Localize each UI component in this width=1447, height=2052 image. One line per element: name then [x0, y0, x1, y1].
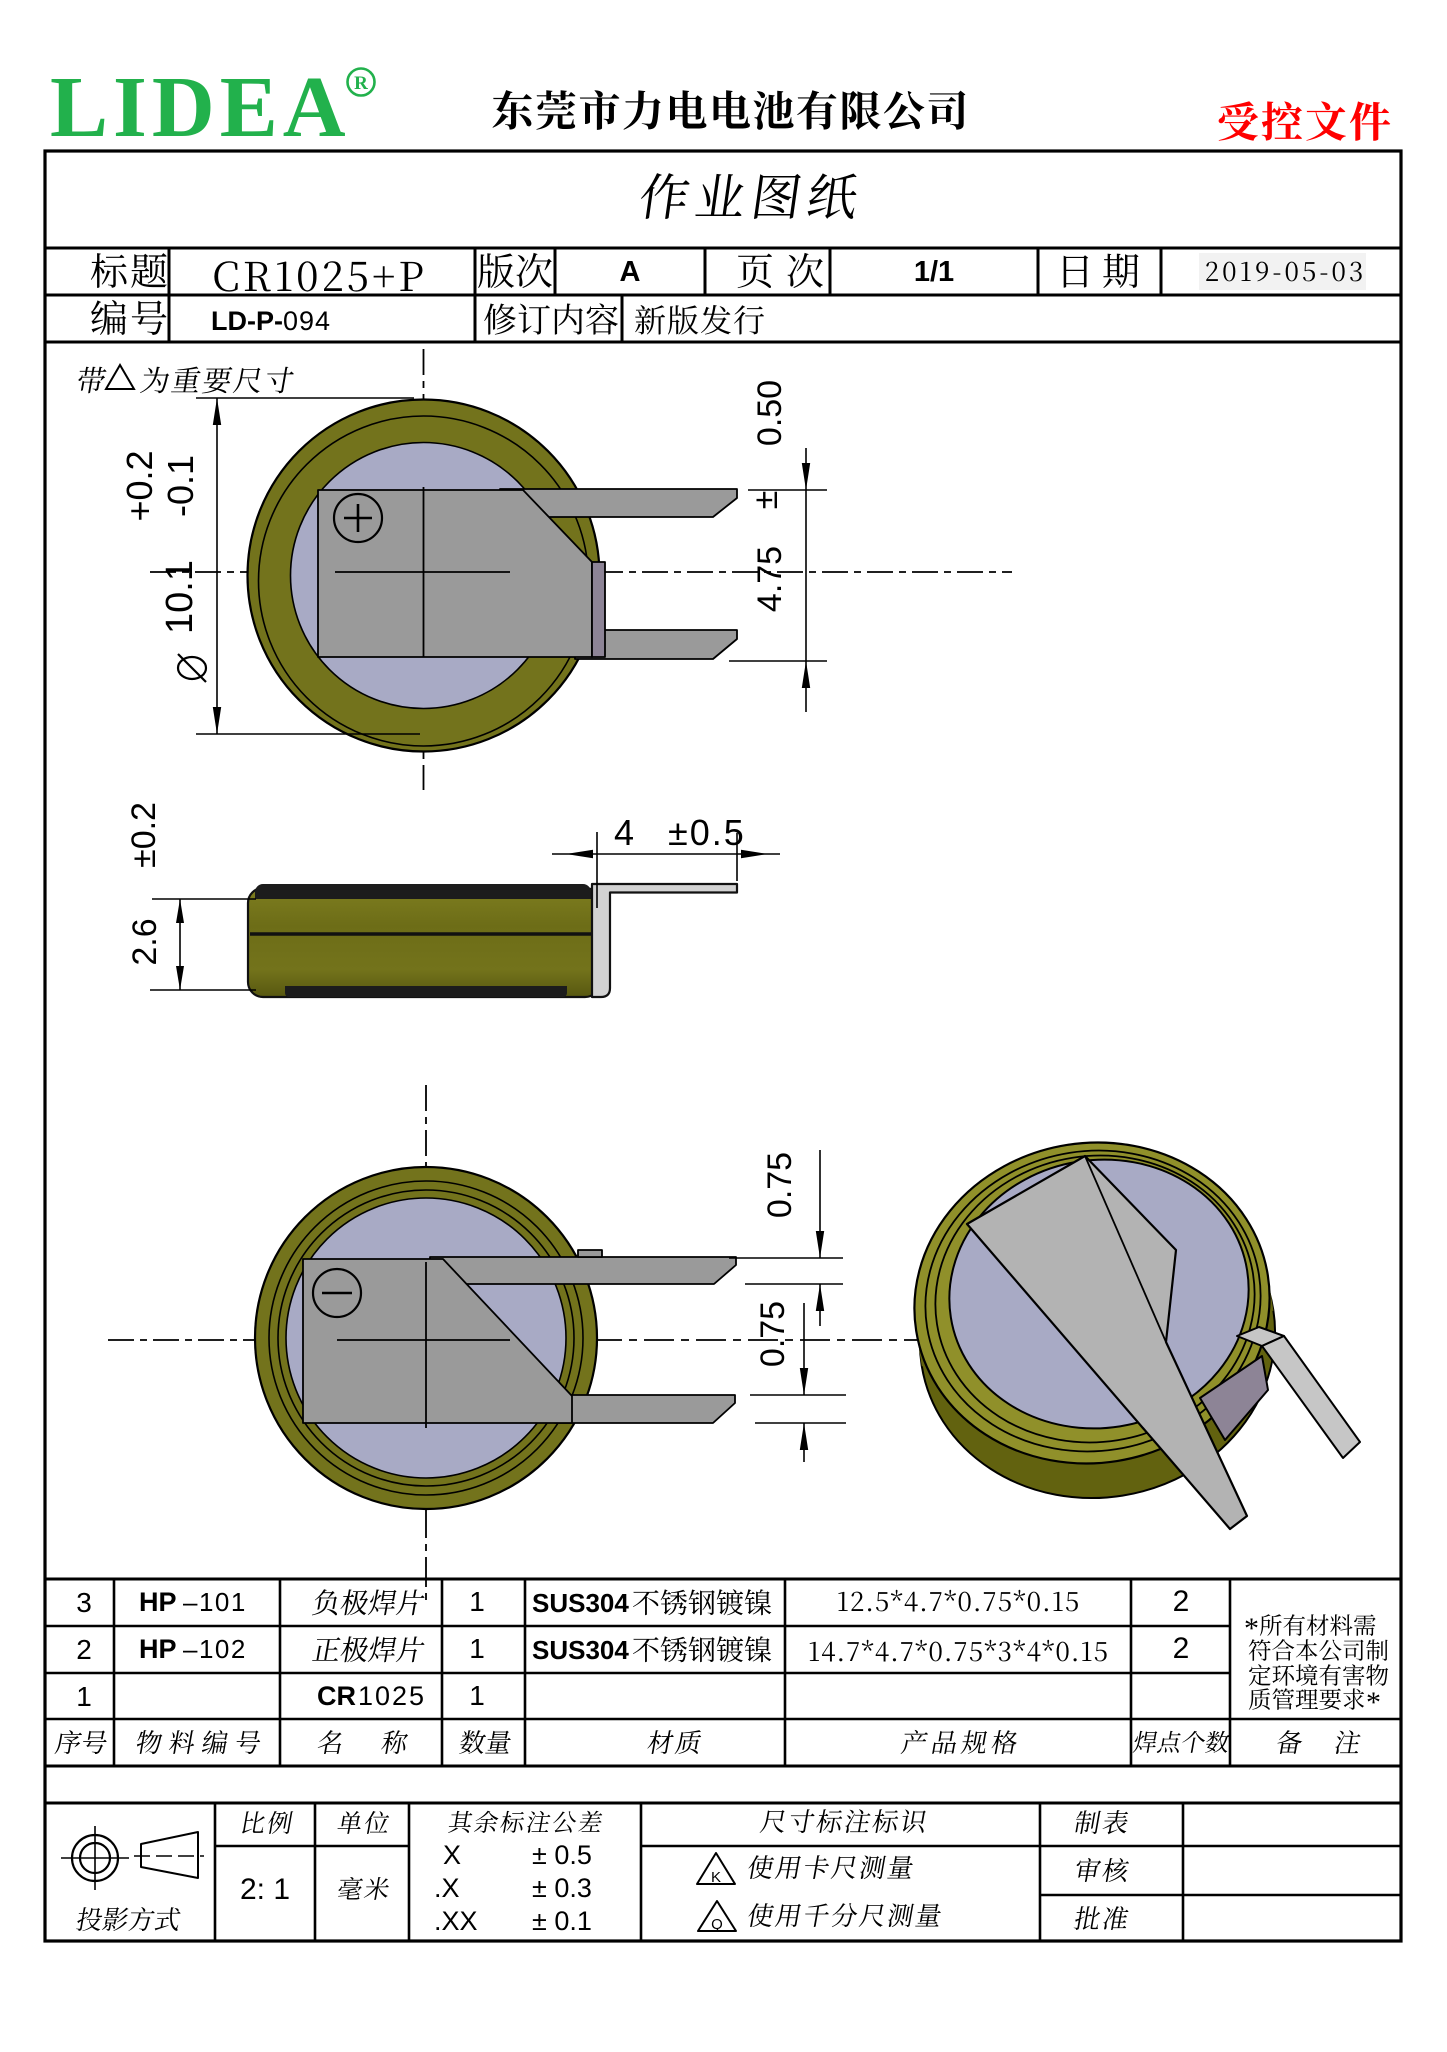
- svg-text:R: R: [354, 73, 368, 94]
- svg-text:LIDEA: LIDEA: [50, 58, 351, 155]
- svg-text:2: 2: [1173, 1585, 1190, 1618]
- svg-text:HP: HP: [139, 1587, 177, 1617]
- svg-text:–101: –101: [183, 1587, 247, 1617]
- svg-text:–102: –102: [183, 1634, 247, 1664]
- svg-text:0.75: 0.75: [761, 1152, 799, 1218]
- svg-text:± 0.1: ± 0.1: [532, 1906, 592, 1936]
- svg-text:1: 1: [469, 1633, 485, 1664]
- svg-text:4.75: 4.75: [751, 546, 789, 612]
- svg-text:SUS304: SUS304: [532, 1635, 629, 1665]
- svg-text:*: *: [1366, 1686, 1381, 1719]
- svg-text:1: 1: [469, 1680, 485, 1711]
- svg-text:2.6: 2.6: [126, 918, 164, 965]
- svg-text:X: X: [443, 1840, 461, 1870]
- svg-text:1025: 1025: [358, 1681, 426, 1711]
- svg-text:CR: CR: [317, 1681, 356, 1711]
- svg-text:Q: Q: [711, 1916, 723, 1933]
- svg-text:± 0.5: ± 0.5: [532, 1840, 592, 1870]
- svg-text:K: K: [711, 1869, 721, 1886]
- svg-text:HP: HP: [139, 1634, 177, 1664]
- svg-text:1: 1: [76, 1681, 92, 1712]
- svg-text:.XX: .XX: [434, 1906, 478, 1936]
- svg-text:±0.2: ±0.2: [125, 802, 163, 868]
- svg-text:10.1: 10.1: [159, 560, 201, 634]
- svg-text:4: 4: [614, 812, 634, 853]
- svg-text:+0.2: +0.2: [119, 450, 160, 521]
- svg-text:094: 094: [283, 306, 331, 336]
- svg-text:-0.1: -0.1: [160, 455, 201, 517]
- svg-text:2: 2: [76, 1634, 92, 1665]
- svg-text:1/1: 1/1: [914, 256, 954, 288]
- svg-text:2: 1: 2: 1: [240, 1873, 290, 1906]
- svg-text:2: 2: [1173, 1632, 1190, 1665]
- svg-text:±: ±: [747, 491, 785, 510]
- svg-text:0.75: 0.75: [754, 1301, 792, 1367]
- svg-text:.X: .X: [434, 1873, 460, 1903]
- svg-text:3: 3: [76, 1587, 92, 1618]
- svg-text:1: 1: [469, 1586, 485, 1617]
- svg-text:0.50: 0.50: [751, 380, 789, 446]
- svg-text:±0.5: ±0.5: [668, 812, 746, 853]
- svg-text:A: A: [620, 256, 641, 288]
- svg-text:LD-P-: LD-P-: [211, 306, 283, 336]
- svg-text:± 0.3: ± 0.3: [532, 1873, 592, 1903]
- svg-text:*: *: [1244, 1612, 1259, 1645]
- svg-text:SUS304: SUS304: [532, 1588, 629, 1618]
